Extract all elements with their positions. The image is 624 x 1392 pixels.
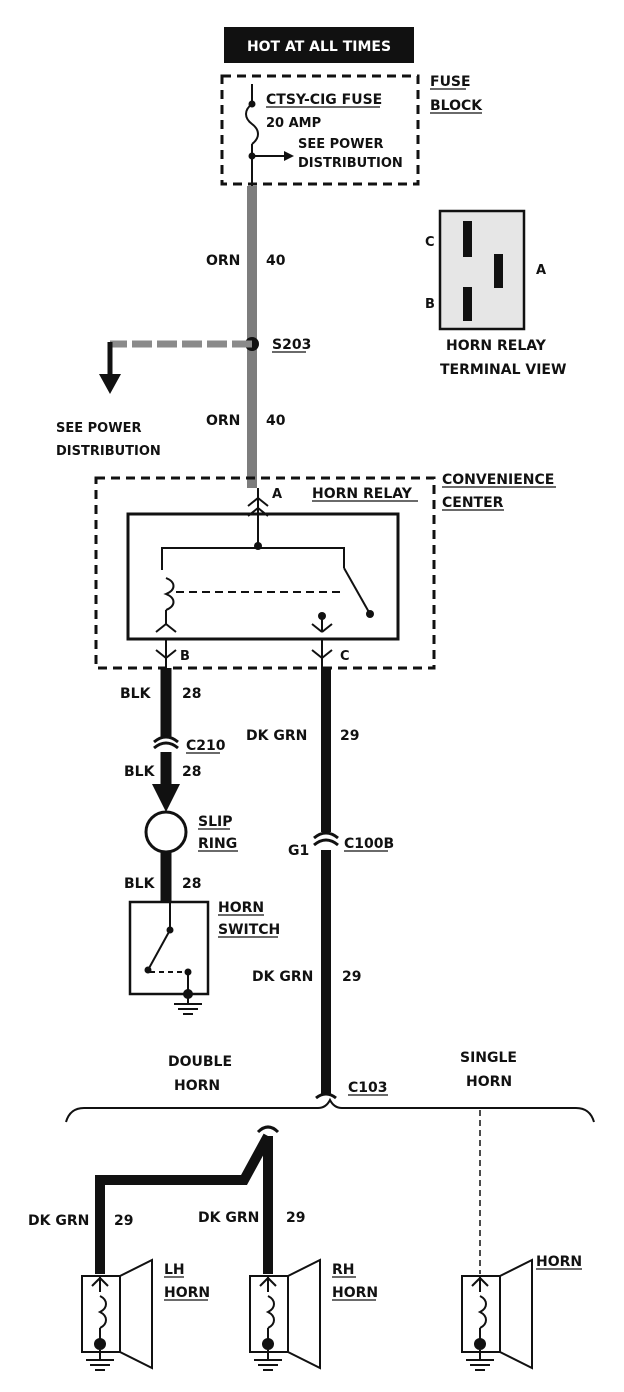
orn-wire-color-lower: ORN [206, 413, 240, 429]
blk-wire-color-1: BLK [120, 686, 152, 702]
convenience-center-box [94, 476, 436, 670]
connector-c210-symbol [153, 735, 179, 750]
connector-c100b-symbol [313, 831, 339, 847]
dk-grn-wire-num-2: 29 [342, 969, 361, 985]
fuse-block-label-line1: FUSE [430, 74, 471, 90]
fuse-block-label-line2: BLOCK [430, 98, 483, 114]
horn-switch-line1: HORN [218, 900, 264, 916]
arrow-down-icon [99, 374, 121, 394]
relay-terminal-pin-c [463, 221, 472, 257]
relay-terminal-title-line2: TERMINAL VIEW [440, 362, 566, 378]
blk-wire-num-3: 28 [182, 876, 201, 892]
convenience-center-line2: CENTER [442, 495, 504, 511]
double-horn-line1: DOUBLE [168, 1054, 232, 1070]
horn-switch-symbol [147, 902, 189, 994]
relay-pin-b-label: B [180, 649, 190, 664]
arrow-right-icon [284, 151, 294, 161]
relay-terminal-pin-b-label: B [425, 297, 435, 312]
dk-grn-wire-num-rh: 29 [286, 1210, 305, 1226]
lh-horn-symbol [81, 1258, 153, 1370]
ground-icon [86, 1350, 114, 1371]
blk-wire-num-2: 28 [182, 764, 201, 780]
ground-icon [174, 994, 202, 1015]
horn-relay-internal [155, 514, 371, 633]
horn-switch-node-top [166, 926, 174, 934]
connector-c100b-label: C100B [344, 836, 394, 852]
ground-icon [466, 1350, 494, 1371]
relay-terminal-pin-b [463, 287, 472, 321]
fuse-amp: 20 AMP [266, 116, 321, 131]
splice-s203-label: S203 [272, 337, 311, 353]
connector-c100b-pin: G1 [288, 843, 309, 859]
relay-contact-arm [366, 610, 374, 618]
relay-pin-c-connector [311, 639, 333, 668]
relay-pin-c-label: C [340, 649, 350, 664]
slip-ring-line2: RING [198, 836, 237, 852]
slip-ring-symbol [144, 810, 188, 854]
blk-wire-color-2: BLK [124, 764, 156, 780]
horn-switch-node-right [184, 968, 192, 976]
relay-terminal-title-line1: HORN RELAY [446, 338, 547, 354]
hot-at-all-times-label: HOT AT ALL TIMES [247, 39, 391, 55]
orn-wire-color-upper: ORN [206, 253, 240, 269]
arrow-down-icon [152, 784, 180, 812]
lh-horn-ground-node [94, 1338, 106, 1350]
convenience-center-line1: CONVENIENCE [442, 472, 554, 488]
horn-option-bracket [65, 1097, 595, 1123]
fuse-block-box [220, 74, 420, 186]
lh-horn-line1: LH [164, 1262, 185, 1278]
hot-at-all-times-banner [224, 27, 414, 63]
power-distribution-line2: DISTRIBUTION [56, 444, 161, 459]
orn-wire-num-lower: 40 [266, 413, 286, 429]
dk-grn-wire-color-2: DK GRN [252, 969, 313, 985]
connector-c210-label: C210 [186, 738, 226, 754]
dk-grn-wire-num-lh: 29 [114, 1213, 133, 1229]
blk-wire-num-1: 28 [182, 686, 201, 702]
dk-grn-29-wire-lh-horn [95, 1133, 273, 1274]
rh-horn-symbol [249, 1258, 321, 1370]
relay-terminal-pin-a-label: A [536, 263, 546, 278]
double-horn-junction-connector [256, 1125, 280, 1134]
ground-icon [254, 1350, 282, 1371]
single-horn-symbol [461, 1258, 533, 1370]
horn-switch-line2: SWITCH [218, 922, 280, 938]
dk-grn-wire-color-rh: DK GRN [198, 1210, 259, 1226]
fuse-name: CTSY-CIG FUSE [266, 92, 382, 108]
connector-c103-label: C103 [348, 1080, 388, 1096]
fuse-node-top [248, 100, 256, 108]
dk-grn-wire-color-1: DK GRN [246, 728, 307, 744]
relay-contact-fixed [318, 612, 326, 620]
horn-relay-name: HORN RELAY [312, 486, 413, 502]
single-horn-line2: HORN [466, 1074, 512, 1090]
relay-terminal-pin-a [494, 254, 503, 288]
horn-relay-box [126, 512, 400, 641]
relay-node-top [254, 542, 262, 550]
blk-wire-color-3: BLK [124, 876, 156, 892]
relay-pin-b-connector [155, 639, 177, 668]
relay-terminal-view-box [438, 209, 526, 331]
fuse-node-bottom [248, 152, 256, 160]
dk-grn-wire-color-lh: DK GRN [28, 1213, 89, 1229]
power-distribution-line1: SEE POWER [56, 421, 141, 436]
lh-horn-line2: HORN [164, 1285, 210, 1301]
single-horn-ground-node [474, 1338, 486, 1350]
horn-switch-node-left [144, 966, 152, 974]
connector-c103-symbol [315, 1092, 337, 1100]
rh-horn-line1: RH [332, 1262, 355, 1278]
slip-ring-line1: SLIP [198, 814, 232, 830]
dk-grn-wire-num-1: 29 [340, 728, 359, 744]
rh-horn-ground-node [262, 1338, 274, 1350]
double-horn-line2: HORN [174, 1078, 220, 1094]
orn-wire-num-upper: 40 [266, 253, 286, 269]
rh-horn-line2: HORN [332, 1285, 378, 1301]
single-horn-line1: SINGLE [460, 1050, 517, 1066]
single-horn-label: HORN [536, 1254, 582, 1270]
relay-pin-a-connector [247, 488, 269, 517]
fuse-see-line1: SEE POWER [298, 137, 383, 152]
relay-terminal-pin-c-label: C [425, 235, 435, 250]
fuse-see-line2: DISTRIBUTION [298, 156, 403, 171]
relay-pin-a-label: A [272, 487, 282, 502]
